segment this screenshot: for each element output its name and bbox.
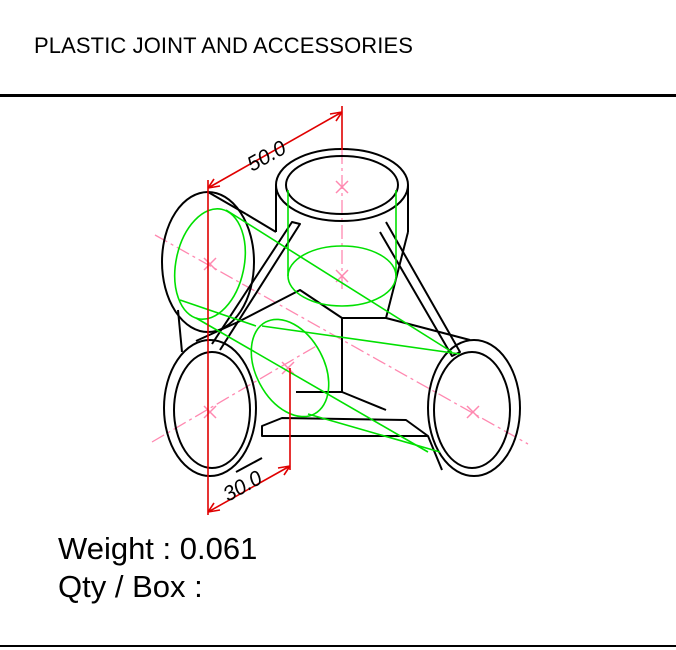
top-tube-inner [285,155,399,215]
center-marks [203,180,480,419]
weight-label: Weight : 0.061 [58,531,258,566]
joint-technical-drawing: 50.0 30.0 [151,106,529,515]
dimensions [207,106,343,515]
lower-left-tube-inner [173,351,251,469]
lower-left-tube-outer [163,339,257,477]
footer-divider [0,645,676,647]
hidden-lines [173,190,461,453]
page-title: PLASTIC JOINT AND ACCESSORIES [34,33,414,58]
dimension-line-top [207,111,343,189]
header: PLASTIC JOINT AND ACCESSORIES [0,0,676,95]
qty-per-box-label: Qty / Box : [58,569,203,604]
product-info: Weight : 0.061 Qty / Box : [58,530,257,606]
center-bore-ellipse [250,318,330,418]
dimension-line-bottom [207,465,291,513]
dimension-label-top: 50.0 [243,136,290,176]
right-tube-outer [427,339,521,477]
centerline-lower-diagonal [151,344,319,443]
header-divider [0,94,676,97]
right-tube-inner [433,351,511,469]
